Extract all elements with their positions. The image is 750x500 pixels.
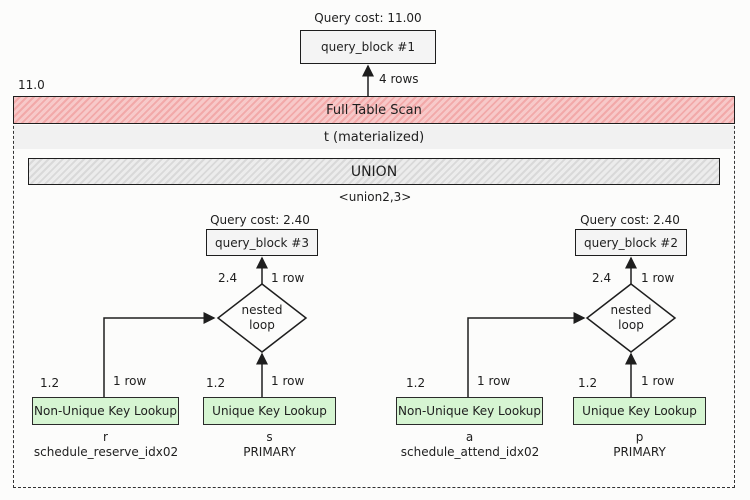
nested-loop-label-right[interactable]: nested loop [601, 303, 661, 333]
query-block-3[interactable]: query_block #3 [206, 229, 318, 256]
key-name-a: schedule_attend_idx02 [400, 445, 540, 459]
union-bar[interactable]: UNION [28, 158, 720, 185]
full-table-scan-label: Full Table Scan [326, 102, 422, 118]
full-table-scan-bar[interactable]: Full Table Scan [13, 96, 735, 124]
loop-rows-right: 1 row [641, 271, 675, 285]
query-cost-top: Query cost: 11.00 [314, 11, 422, 25]
loop-rows-left: 1 row [271, 271, 305, 285]
arrow-a-to-loop [467, 312, 586, 397]
materialized-table-bar: t (materialized) [14, 125, 734, 149]
total-cost-label: 11.0 [18, 78, 45, 92]
table-name-p: p [635, 430, 644, 444]
nested-loop-diamond-left [216, 283, 308, 353]
loop-cost-left: 2.4 [218, 271, 238, 285]
lookup-cost-r: 1.2 [40, 376, 60, 390]
table-name-a: a [465, 430, 474, 444]
arrow-r-to-loop [103, 312, 216, 397]
nested-loop-text-2: loop [249, 318, 275, 332]
union-name: <union2,3> [338, 190, 412, 204]
non-unique-key-lookup-a[interactable]: Non-Unique Key Lookup [396, 397, 543, 425]
query-block-1[interactable]: query_block #1 [300, 30, 436, 64]
lookup-rows-p: 1 row [641, 374, 675, 388]
materialized-table-label: t (materialized) [323, 129, 425, 145]
lookup-cost-s: 1.2 [206, 376, 226, 390]
unique-key-lookup-s[interactable]: Unique Key Lookup [203, 397, 336, 425]
query-cost-right: Query cost: 2.40 [580, 213, 680, 227]
query-cost-left: Query cost: 2.40 [210, 213, 310, 227]
table-name-s: s [266, 430, 273, 444]
loop-cost-right: 2.4 [592, 271, 612, 285]
nested-loop-text-1: nested [241, 303, 283, 317]
key-name-p: PRIMARY [613, 445, 666, 459]
nested-loop-text-1: nested [610, 303, 652, 317]
table-name-r: r [103, 430, 108, 444]
query-block-2[interactable]: query_block #2 [575, 229, 687, 256]
lookup-rows-a: 1 row [477, 374, 511, 388]
key-name-r: schedule_reserve_idx02 [33, 445, 179, 459]
rows-label-top: 4 rows [379, 72, 419, 86]
nested-loop-diamond-right [585, 283, 677, 353]
key-name-s: PRIMARY [243, 445, 296, 459]
nested-loop-label-left[interactable]: nested loop [232, 303, 292, 333]
lookup-cost-p: 1.2 [578, 376, 598, 390]
unique-key-lookup-p[interactable]: Unique Key Lookup [573, 397, 706, 425]
nested-loop-text-2: loop [618, 318, 644, 332]
lookup-rows-s: 1 row [271, 374, 305, 388]
non-unique-key-lookup-r[interactable]: Non-Unique Key Lookup [32, 397, 179, 425]
lookup-cost-a: 1.2 [406, 376, 426, 390]
union-label: UNION [350, 163, 398, 180]
lookup-rows-r: 1 row [113, 374, 147, 388]
